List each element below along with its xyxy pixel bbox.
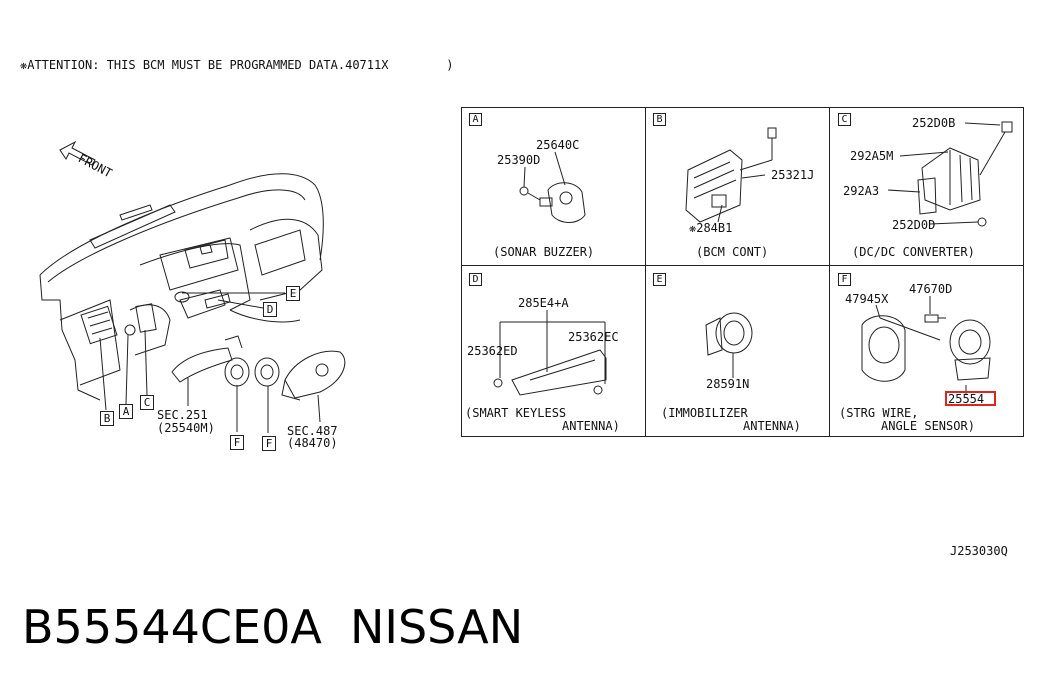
attention-note: ❋ATTENTION: THIS BCM MUST BE PROGRAMMED … — [20, 58, 454, 72]
overview-tag-d: D — [263, 302, 277, 317]
cell-b-letter: B — [653, 113, 666, 126]
cell-b-part-2: ❋284B1 — [689, 221, 733, 235]
cell-a-letter: A — [469, 113, 482, 126]
smart-keyless-antenna-illustration — [493, 310, 607, 396]
sec-487-part: (48470) — [287, 436, 338, 450]
overview-tag-a: A — [119, 404, 133, 419]
immobilizer-antenna-illustration — [705, 312, 753, 378]
sec-251-label: SEC.251 — [157, 408, 208, 422]
overview-tag-c: C — [140, 395, 154, 410]
cell-e-caption-line1: (IMMOBILIZER — [661, 406, 748, 420]
sec-487-label: SEC.487 — [287, 424, 338, 438]
cell-e-letter: E — [653, 273, 666, 286]
cell-f-part-1: 47945X — [845, 292, 889, 306]
overview-tag-e: E — [286, 286, 300, 301]
cell-d-letter: D — [469, 273, 482, 286]
cell-b-part-1: 25321J — [771, 168, 815, 182]
cell-a-caption: (SONAR BUZZER) — [493, 245, 595, 259]
cell-f-caption-line2: ANGLE SENSOR) — [881, 419, 975, 433]
bcm-illustration — [685, 127, 777, 223]
cell-f-part-3: 25554 — [948, 392, 985, 406]
highlighted-part-box — [945, 391, 996, 406]
cell-c-letter: C — [838, 113, 851, 126]
overview-tag-f-right: F — [262, 436, 276, 451]
cell-c-part-4: 252D0D — [892, 218, 936, 232]
parts-grid-frame — [461, 107, 1024, 437]
sec-251-part: (25540M) — [157, 421, 215, 435]
cell-e-caption-line2: ANTENNA) — [743, 419, 801, 433]
sonar-buzzer-illustration — [519, 151, 586, 223]
cell-f-caption-line1: (STRG WIRE, — [839, 406, 919, 420]
cell-c-part-3: 292A3 — [843, 184, 880, 198]
overview-tag-b: B — [100, 411, 114, 426]
diagram-code: J253030Q — [950, 544, 1008, 558]
cell-f-letter: F — [838, 273, 851, 286]
front-arrow-icon — [59, 140, 96, 166]
cell-d-part-3: 25362EC — [568, 330, 619, 344]
cell-d-caption-line2: ANTENNA) — [562, 419, 620, 433]
cell-f-part-2: 47670D — [909, 282, 953, 296]
cell-b-caption: (BCM CONT) — [696, 245, 769, 259]
part-number: B55544CE0A — [22, 600, 322, 654]
cell-d-part-1: 285E4+A — [518, 296, 569, 310]
cell-e-part-1: 28591N — [706, 377, 750, 391]
cell-c-part-1: 252D0B — [912, 116, 956, 130]
dcdc-converter-illustration — [887, 121, 1013, 227]
cell-c-part-2: 292A5M — [850, 149, 894, 163]
cell-d-part-2: 25362ED — [467, 344, 518, 358]
cell-c-caption: (DC/DC CONVERTER) — [852, 245, 975, 259]
brand-name: NISSAN — [350, 600, 524, 654]
cell-a-part-2: 25390D — [497, 153, 541, 167]
overview-tag-f-left: F — [230, 435, 244, 450]
cell-a-part-1: 25640C — [536, 138, 580, 152]
angle-sensor-illustration — [861, 296, 991, 395]
cell-d-caption-line1: (SMART KEYLESS — [465, 406, 567, 420]
